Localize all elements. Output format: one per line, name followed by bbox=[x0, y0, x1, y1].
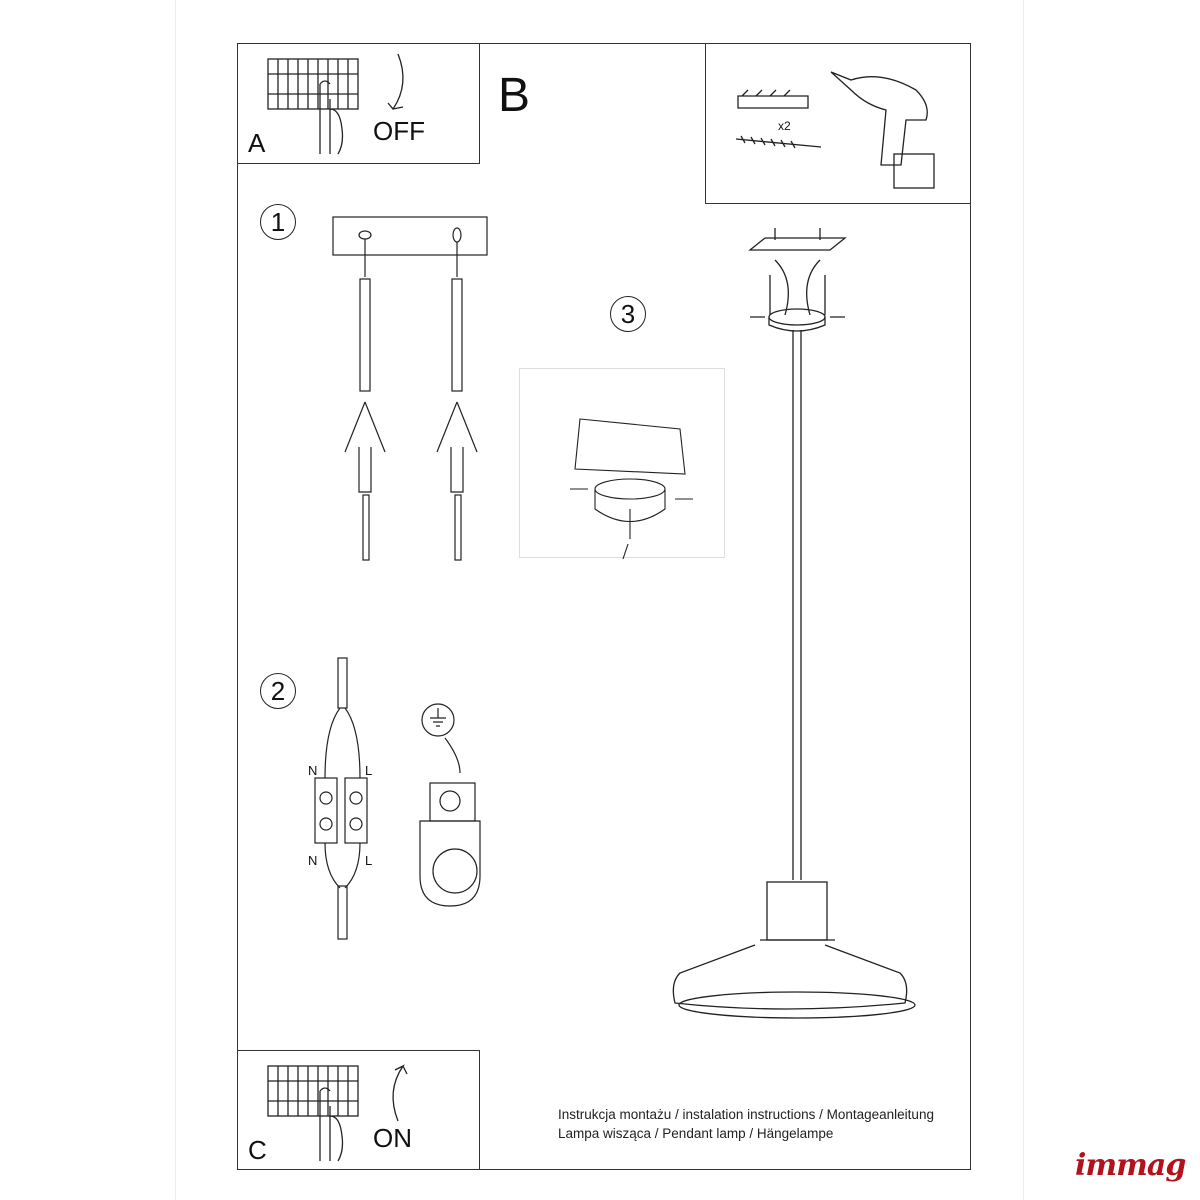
neutral-label-top: N bbox=[308, 763, 318, 778]
page-edge-right bbox=[1023, 0, 1024, 1200]
canopy-detail-inset bbox=[519, 368, 725, 560]
wiring-terminal-diagram bbox=[314, 657, 481, 940]
quantity-label: x2 bbox=[778, 119, 791, 133]
pendant-lamp-diagram bbox=[672, 228, 916, 1019]
breaker-panel-icon bbox=[267, 1064, 408, 1162]
panel-c-power-on: C ON bbox=[237, 1050, 480, 1170]
panel-a-power-off: A OFF bbox=[237, 43, 480, 164]
step-1-badge: 1 bbox=[260, 204, 296, 240]
caption-line-1: Instrukcja montażu / instalation instruc… bbox=[558, 1107, 934, 1122]
panel-a-label: A bbox=[248, 128, 266, 158]
mounting-plate-anchors-diagram bbox=[332, 216, 488, 561]
panel-b-label: B bbox=[498, 69, 531, 122]
drill-and-anchors-icon bbox=[735, 71, 935, 189]
page-edge-left bbox=[175, 0, 176, 1200]
step-3-badge: 3 bbox=[610, 296, 646, 332]
breaker-panel-icon bbox=[267, 53, 404, 155]
caption-line-2: Lampa wisząca / Pendant lamp / Hängelamp… bbox=[558, 1126, 834, 1141]
power-on-label: ON bbox=[373, 1123, 412, 1153]
power-off-label: OFF bbox=[373, 116, 425, 146]
canopy-detail-drawing bbox=[570, 418, 693, 560]
instruction-sheet-frame bbox=[237, 43, 971, 1170]
neutral-label-bottom: N bbox=[308, 853, 318, 868]
live-label-top: L bbox=[365, 763, 373, 778]
panel-c-label: C bbox=[248, 1135, 267, 1165]
live-label-bottom: L bbox=[365, 853, 373, 868]
brand-logo: immag bbox=[1075, 1148, 1186, 1183]
step-2-badge: 2 bbox=[260, 673, 296, 709]
tools-panel: x2 bbox=[705, 43, 971, 204]
